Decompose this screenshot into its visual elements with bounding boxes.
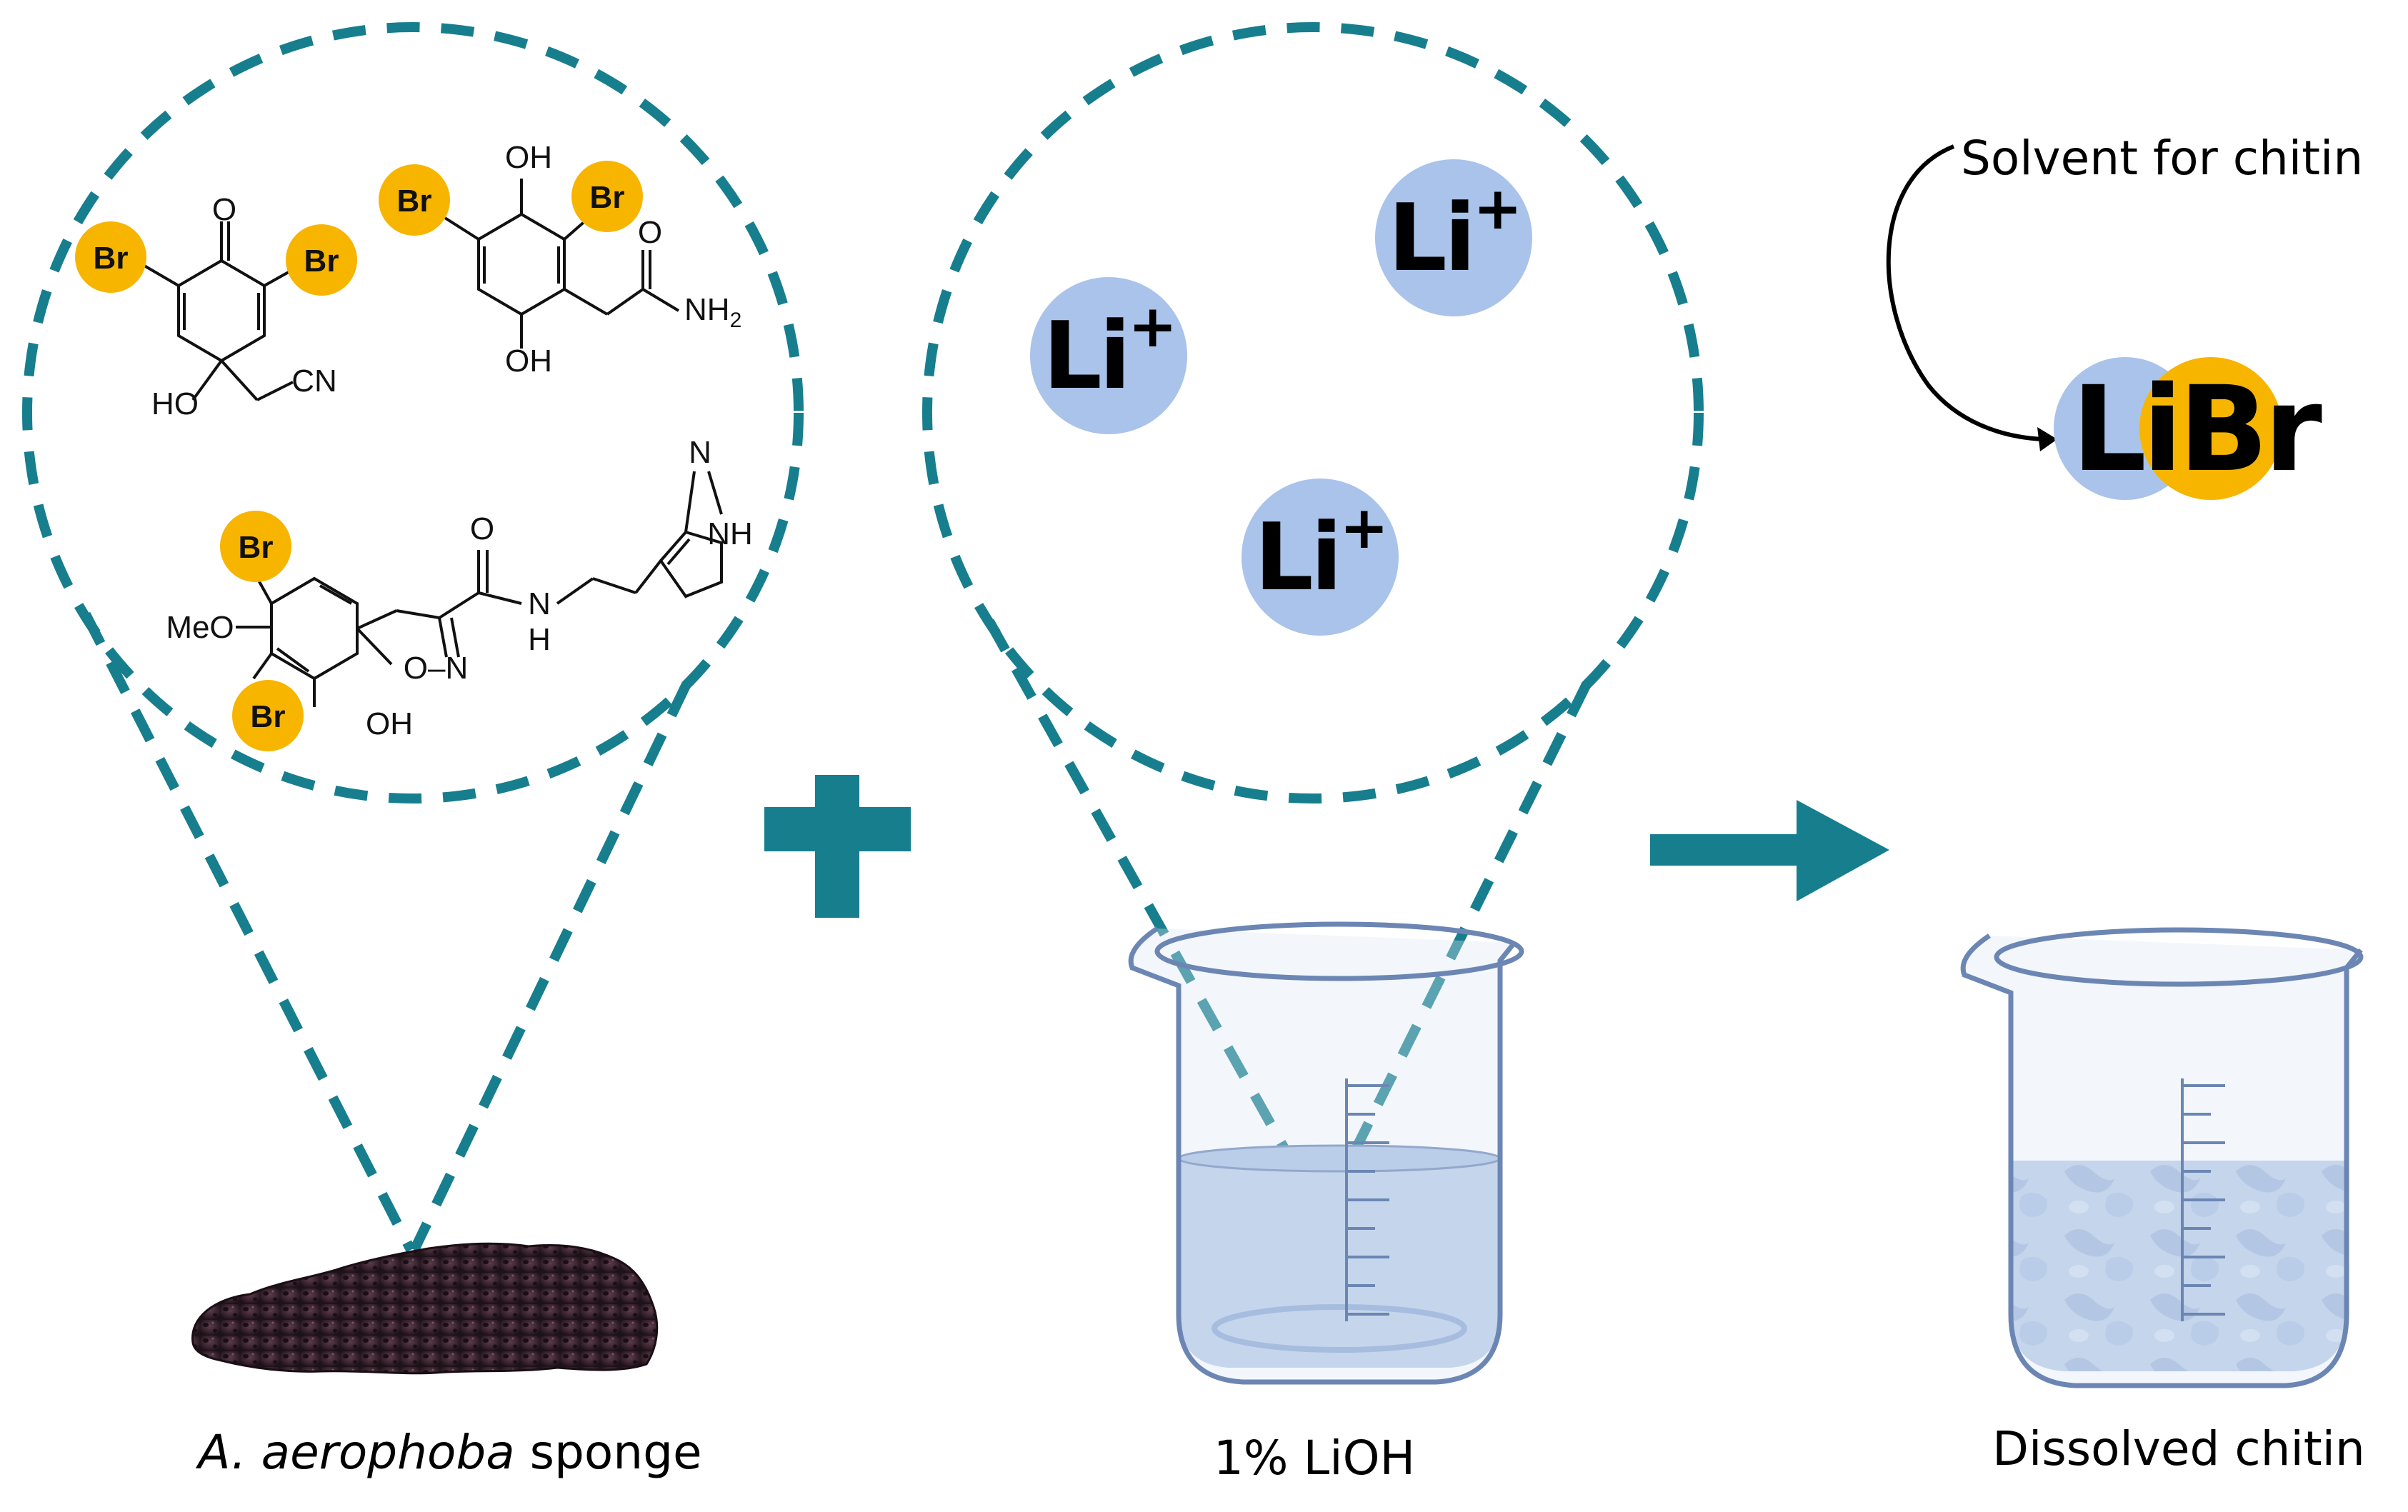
hydroxyl-label: OH: [366, 706, 413, 741]
dissolved-caption: Dissolved chitin: [1992, 1421, 2365, 1476]
carbonyl-o-label: O: [638, 215, 662, 250]
lioh-zoom-circle: [922, 22, 1704, 803]
li-ion-top: Li+: [1375, 159, 1532, 316]
bromine-label: Br: [397, 184, 432, 219]
carbonyl-o-label: O: [212, 192, 236, 227]
lioh-zoom-line-right: [1331, 683, 1591, 1192]
bromine-label: Br: [304, 244, 339, 279]
molecule-1-bromine-left: Br: [75, 221, 146, 293]
amide-h-label: H: [528, 622, 551, 657]
dissolved-rim: [1994, 927, 2364, 987]
imidazole-nh-label: NH: [707, 516, 753, 551]
molecule-2-bromine-right: Br: [571, 161, 643, 232]
lioh-caption: 1% LiOH: [1213, 1431, 1416, 1486]
molecule-dibromo-amide: [438, 179, 680, 349]
lioh-glass: [1128, 926, 1517, 1385]
solvent-curved-arrow: [1886, 144, 2044, 441]
sponge-zoom-circle: [22, 22, 804, 803]
molecule-3-bromine-bottom: Br: [232, 680, 304, 751]
carbonyl-o-label: O: [470, 511, 494, 546]
dissolved-glass: [1960, 933, 2363, 1388]
molecule-1-bromine-right: Br: [286, 224, 357, 296]
solvent-caption: Solvent for chitin: [1961, 131, 2364, 186]
bromine-label: Br: [239, 530, 274, 565]
imidazole-n-label: N: [689, 435, 711, 470]
lioh-swirl: [1212, 1304, 1467, 1353]
methoxy-label: MeO: [166, 610, 234, 645]
hydroxyl-label: OH: [505, 140, 552, 175]
nitrile-label: CN: [291, 364, 337, 399]
isoxazoline-label: O–N: [404, 651, 468, 686]
sponge-caption: A. aerophoba sponge: [198, 1425, 702, 1480]
li-ion-label: Li+: [1254, 494, 1389, 611]
molecule-2-bromine-left: Br: [379, 164, 450, 236]
lioh-liquid: [1179, 1157, 1500, 1368]
li-ion-bottom: Li+: [1242, 479, 1399, 636]
dissolved-liquid: [2011, 1161, 2347, 1371]
lioh-scale: [1345, 1078, 1389, 1321]
dissolved-scale: [2181, 1078, 2225, 1321]
imidazole-ring: [684, 471, 723, 533]
amide-n-label: N: [528, 586, 551, 621]
li-ion-label: Li+: [1042, 292, 1177, 410]
reaction-arrow: [1650, 800, 1889, 901]
hydroxyl-label: OH: [505, 344, 552, 379]
molecule-3-bromine-top: Br: [220, 511, 291, 582]
bromine-label: Br: [94, 241, 129, 276]
hydroxyl-label: HO: [151, 386, 199, 421]
bromine-label: Br: [590, 180, 625, 215]
plus-sign: [764, 775, 911, 918]
sponge-zoom-group: [22, 22, 804, 1253]
libr-br-circle: [2139, 357, 2282, 500]
sponge-photo: [191, 1242, 659, 1375]
solvent-arrowhead: [2037, 427, 2057, 451]
amide-nh2-label: NH2: [684, 292, 741, 332]
dissolved-beaker: [1960, 927, 2364, 1388]
lioh-zoom-group: [922, 22, 1704, 1192]
li-ion-left: Li+: [1030, 277, 1187, 434]
lioh-beaker: [1128, 921, 1524, 1385]
molecule-dibromo-nitrile: [134, 221, 301, 401]
libr-label: LiBr: [2072, 361, 2322, 498]
molecule-spiroisoxazoline: [236, 530, 723, 707]
lioh-rim: [1154, 921, 1524, 981]
libr-particle: LiBr: [2054, 357, 2326, 500]
bromine-label: Br: [251, 699, 286, 734]
li-ion-label: Li+: [1387, 174, 1522, 292]
sponge-zoom-line-left: [81, 611, 416, 1253]
